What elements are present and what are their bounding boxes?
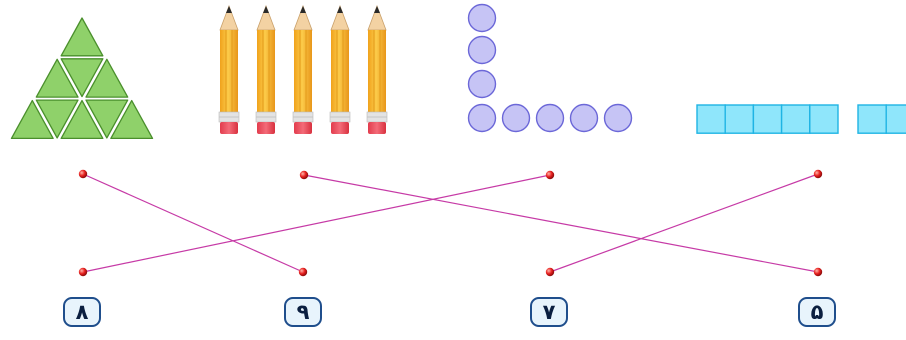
triangle (60, 17, 104, 57)
square (752, 104, 783, 134)
number-box-8: ۸ (63, 297, 101, 327)
triangle (60, 99, 104, 140)
triangle (110, 99, 154, 140)
triangle-group (10, 17, 154, 140)
connection-dot (298, 267, 308, 277)
connection-dot (813, 169, 823, 179)
circle (467, 69, 497, 99)
number-label: ۹ (296, 299, 310, 324)
number-box-7: ۷ (530, 297, 568, 327)
pencil (218, 4, 240, 134)
triangle (35, 58, 79, 98)
connection-dot (813, 267, 823, 277)
connection-line (303, 174, 819, 273)
circle (603, 103, 633, 133)
triangle (10, 99, 54, 140)
connection-line (82, 173, 304, 273)
connection-dot (545, 170, 555, 180)
connection-dots (78, 169, 823, 277)
number-label: ۸ (75, 299, 89, 324)
circle (535, 103, 565, 133)
square (780, 104, 811, 134)
pencil (329, 4, 351, 134)
connection-dot (78, 169, 88, 179)
square (857, 104, 887, 134)
connection-dot (545, 267, 555, 277)
triangle (60, 58, 104, 98)
connection-line (549, 173, 819, 273)
circle (501, 103, 531, 133)
circle-group (467, 3, 633, 133)
number-label: ۵ (810, 299, 824, 324)
triangle (85, 58, 129, 98)
connection-line (82, 174, 551, 273)
square (724, 104, 755, 134)
square (696, 104, 726, 134)
number-box-9: ۹ (284, 297, 322, 327)
connection-lines (82, 173, 819, 273)
pencil (292, 4, 314, 134)
circle (569, 103, 599, 133)
circle (467, 35, 497, 65)
square-group (696, 104, 906, 134)
pencil (255, 4, 277, 134)
square (885, 104, 906, 134)
circle (467, 3, 497, 33)
connection-dot (78, 267, 88, 277)
pencil (366, 4, 388, 134)
square (809, 104, 839, 134)
number-label: ۷ (542, 299, 556, 324)
number-box-5: ۵ (798, 297, 836, 327)
circle (467, 103, 497, 133)
triangle (35, 99, 79, 139)
pencil-group (218, 4, 388, 134)
triangle (85, 99, 129, 139)
connection-dot (299, 170, 309, 180)
